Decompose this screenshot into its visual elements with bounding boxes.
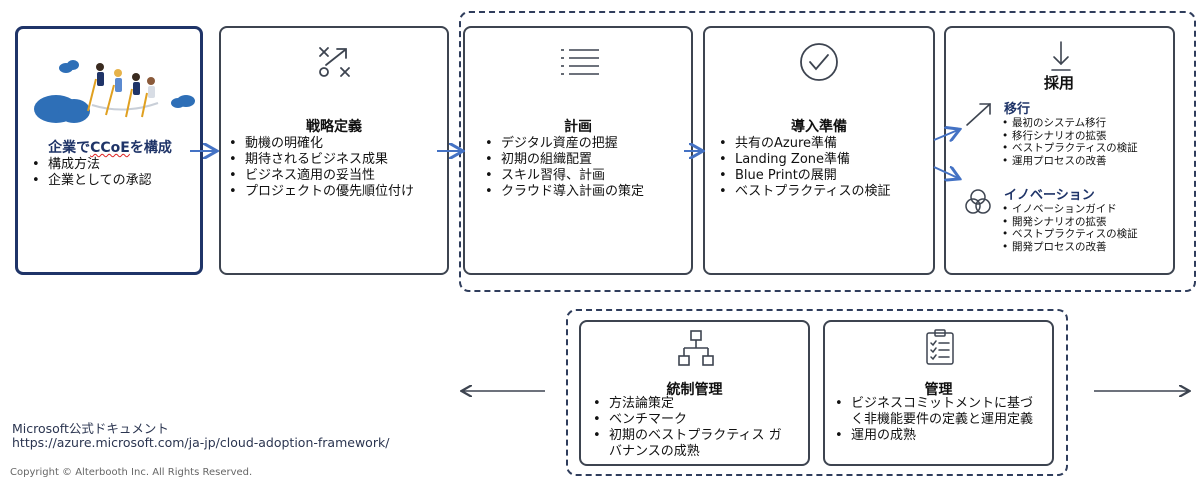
ccoe-box: 企業でCCoEを構成 構成方法 企業としての承認 <box>15 26 203 275</box>
list-item: プロジェクトの優先順位付け <box>225 184 414 200</box>
list-item: 移行シナリオの拡張 <box>1000 130 1138 143</box>
govern-manage-group <box>566 309 1068 476</box>
list-item: ビジネス適用の妥当性 <box>225 168 414 184</box>
list-item: ベストプラクティスの検証 <box>715 184 890 200</box>
ccoe-title-ccoe: CCoE <box>90 140 130 156</box>
adopt-title: 採用 <box>1044 74 1075 92</box>
list-item: 共有のAzure準備 <box>715 136 890 152</box>
list-item: ベストプラクティスの検証 <box>1000 228 1138 241</box>
list-icon <box>561 49 599 75</box>
list-item: ベンチマーク <box>589 412 789 428</box>
ready-list: 共有のAzure準備 Landing Zone準備 Blue Printの展開 … <box>715 136 890 200</box>
manage-title: 管理 <box>924 382 953 398</box>
manage-list: ビジネスコミットメントに基づく非機能要件の定義と運用定義 運用の成熟 <box>831 396 1043 444</box>
list-item: ビジネスコミットメントに基づく非機能要件の定義と運用定義 <box>831 396 1043 428</box>
venn-icon <box>965 189 991 214</box>
list-item: 開発プロセスの改善 <box>1000 241 1138 254</box>
migration-list: 最初のシステム移行 移行シナリオの拡張 ベストプラクティスの検証 運用プロセスの… <box>1000 117 1138 167</box>
govern-list: 方法論策定 ベンチマーク 初期のベストプラクティス ガバナンスの成熟 <box>589 396 789 460</box>
list-item: クラウド導入計画の策定 <box>481 184 644 200</box>
migration-title: 移行 <box>1004 102 1031 117</box>
list-item: 開発シナリオの拡張 <box>1000 216 1138 229</box>
copyright-notice: Copyright © Alterbooth Inc. All Rights R… <box>10 467 253 478</box>
list-item: 企業としての承認 <box>28 173 152 189</box>
list-item: Landing Zone準備 <box>715 152 890 168</box>
list-item: スキル習得、計画 <box>481 168 644 184</box>
ccoe-list: 構成方法 企業としての承認 <box>28 157 152 189</box>
clipboard-icon <box>926 329 954 365</box>
arrow-ready-to-migration <box>933 130 958 140</box>
trend-arrow-icon <box>966 103 991 126</box>
list-item: 運用プロセスの改善 <box>1000 155 1138 168</box>
list-item: 動機の明確化 <box>225 136 414 152</box>
team-illustration <box>34 60 195 123</box>
list-item: ベストプラクティスの検証 <box>1000 142 1138 155</box>
strategy-list: 動機の明確化 期待されるビジネス成果 ビジネス適用の妥当性 プロジェクトの優先順… <box>225 136 414 200</box>
plan-box: 計画 デジタル資産の把握 初期の組織配置 スキル習得、計画 クラウド導入計画の策… <box>463 26 693 275</box>
ready-title: 導入準備 <box>791 119 847 135</box>
ccoe-title: 企業でCCoEを構成 <box>18 137 202 157</box>
plan-title: 計画 <box>564 119 592 135</box>
strategy-icon <box>319 47 350 77</box>
list-item: 期待されるビジネス成果 <box>225 152 414 168</box>
list-item: イノベーションガイド <box>1000 203 1138 216</box>
govern-title: 統制管理 <box>666 382 723 398</box>
reference-url[interactable]: https://azure.microsoft.com/ja-jp/cloud-… <box>12 435 390 450</box>
list-item: 初期の組織配置 <box>481 152 644 168</box>
checkmark-icon <box>800 43 838 81</box>
list-item: 構成方法 <box>28 157 152 173</box>
list-item: 最初のシステム移行 <box>1000 117 1138 130</box>
strategy-box: 戦略定義 動機の明確化 期待されるビジネス成果 ビジネス適用の妥当性 プロジェク… <box>219 26 449 275</box>
hierarchy-icon <box>678 330 714 366</box>
list-item: デジタル資産の把握 <box>481 136 644 152</box>
ccoe-title-suffix: を構成 <box>129 140 172 156</box>
manage-box: 管理 ビジネスコミットメントに基づく非機能要件の定義と運用定義 運用の成熟 <box>823 320 1054 466</box>
list-item: 方法論策定 <box>589 396 789 412</box>
list-item: 運用の成熟 <box>831 428 1043 444</box>
reference-label: Microsoft公式ドキュメント <box>12 421 169 436</box>
list-item: Blue Printの展開 <box>715 168 890 184</box>
adopt-box: 採用 移行 最初のシステム移行 移行シナリオの拡張 ベストプラクティスの検証 運… <box>944 26 1175 275</box>
strategy-title: 戦略定義 <box>306 119 362 135</box>
innovation-title: イノベーション <box>1004 188 1095 203</box>
download-arrow-icon <box>1051 41 1071 71</box>
list-item: 初期のベストプラクティス ガバナンスの成熟 <box>589 428 789 460</box>
plan-list: デジタル資産の把握 初期の組織配置 スキル習得、計画 クラウド導入計画の策定 <box>481 136 644 200</box>
innovation-list: イノベーションガイド 開発シナリオの拡張 ベストプラクティスの検証 開発プロセス… <box>1000 203 1138 253</box>
govern-box: 統制管理 方法論策定 ベンチマーク 初期のベストプラクティス ガバナンスの成熟 <box>579 320 810 466</box>
arrow-ready-to-innovation <box>933 167 958 178</box>
ccoe-title-prefix: 企業で <box>48 140 91 156</box>
